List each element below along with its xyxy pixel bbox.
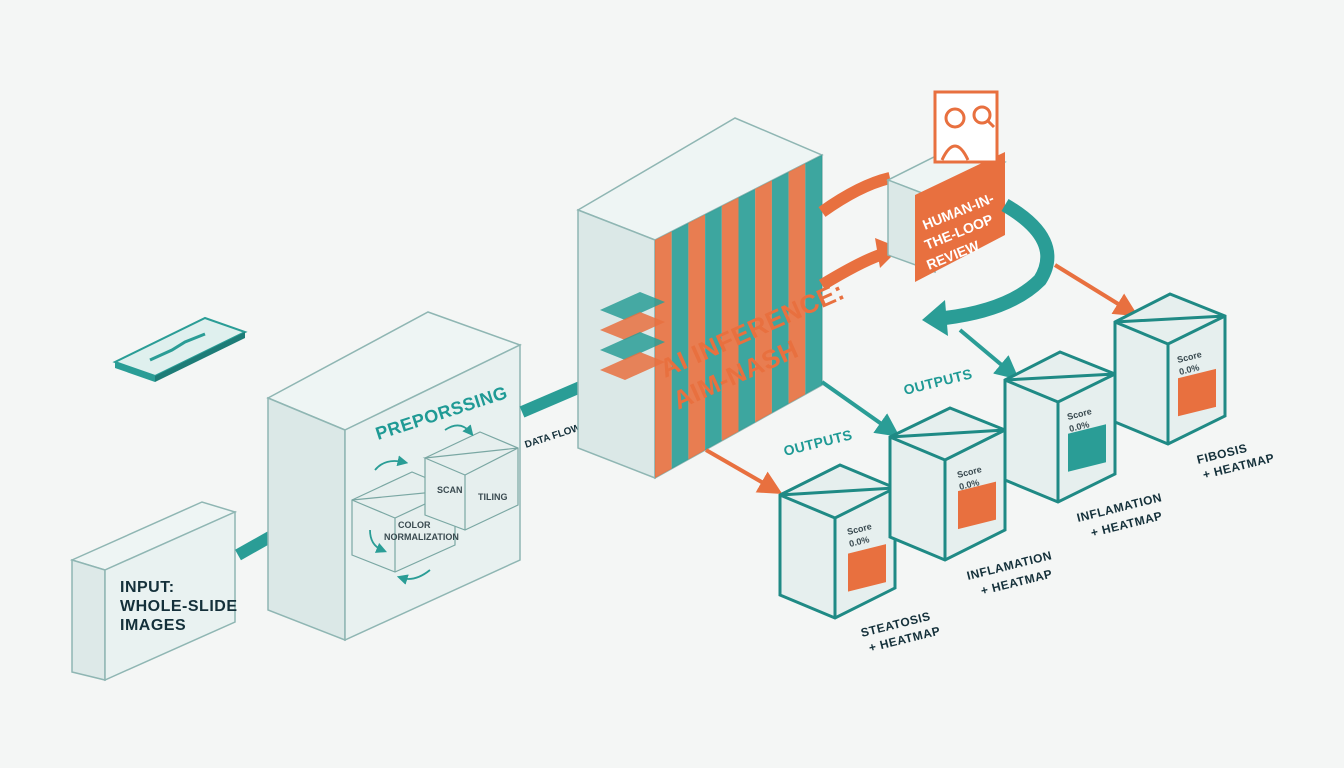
- to-review-arrow: [818, 249, 883, 291]
- to-review-arrow: [818, 172, 892, 217]
- output-arrow: [820, 380, 900, 437]
- reviewer-icon: [933, 90, 999, 164]
- neural-network-icon: [600, 292, 665, 380]
- heatmap-icon: [848, 544, 886, 592]
- input-box: INPUT: WHOLE-SLIDE IMAGES: [69, 501, 238, 682]
- input-label-1: INPUT:: [120, 579, 175, 596]
- feedback-arrow-head: [922, 300, 948, 336]
- cycle-arrow-icon: [396, 569, 431, 585]
- color-normalization-label-2: NORMALIZATION: [384, 532, 459, 542]
- inference-stripe: [688, 214, 706, 460]
- tiling-cube: SCAN TILING: [422, 431, 519, 531]
- data-flow-arrow: [519, 379, 588, 418]
- output-1-score: 0.0%: [848, 534, 870, 549]
- inference-stripe: [671, 223, 689, 469]
- output-4-score: 0.0%: [1178, 362, 1200, 377]
- cycle-arrow-icon: [374, 455, 409, 471]
- output-cube-1: Score 0.0% STEATOSIS + HEATMAP: [778, 463, 942, 655]
- glass-slide-icon: [112, 316, 248, 382]
- input-label-2: WHOLE-SLIDE: [120, 598, 238, 615]
- inference-stripe: [738, 189, 756, 432]
- output-2-score: 0.0%: [958, 477, 980, 492]
- output-arrow: [958, 328, 1020, 380]
- output-cube-4: Score 0.0% FIBOSIS + HEATMAP: [1113, 292, 1276, 482]
- output-arrow: [705, 448, 783, 494]
- preprocessing-box: PREPORSSING COLOR NORMALIZATION SCAN TIL…: [266, 311, 522, 642]
- output-arrow: [1053, 263, 1139, 317]
- cycle-arrow-icon: [444, 424, 474, 437]
- ai-inference-box: AI INFERENCE: AIM-NASH: [576, 117, 849, 480]
- heatmap-icon: [958, 481, 996, 530]
- inference-stripe: [721, 197, 739, 441]
- data-flow-label: DATA FLOW: [524, 422, 583, 451]
- heatmap-icon: [1178, 368, 1216, 417]
- inference-stripe: [655, 231, 672, 478]
- inference-stripe: [705, 206, 722, 451]
- color-normalization-label-1: COLOR: [398, 520, 431, 530]
- inference-stripe: [805, 155, 822, 395]
- input-label-3: IMAGES: [120, 617, 186, 634]
- inference-stripe: [788, 163, 806, 404]
- output-3-score: 0.0%: [1068, 419, 1090, 434]
- review-box: HUMAN-IN- THE-LOOP REVIEW: [886, 90, 1007, 282]
- outputs-label-1: OUTPUTS: [782, 426, 854, 459]
- inference-stripe: [771, 172, 789, 413]
- tiling-label: TILING: [478, 492, 508, 502]
- inference-stripes: [655, 155, 822, 478]
- outputs-label-2: OUTPUTS: [902, 365, 974, 398]
- feedback-arrow: [944, 198, 1055, 325]
- cycle-arrow-icon: [369, 529, 387, 553]
- inference-stripe: [755, 180, 772, 423]
- heatmap-icon: [1068, 424, 1106, 472]
- scan-label: SCAN: [437, 485, 463, 495]
